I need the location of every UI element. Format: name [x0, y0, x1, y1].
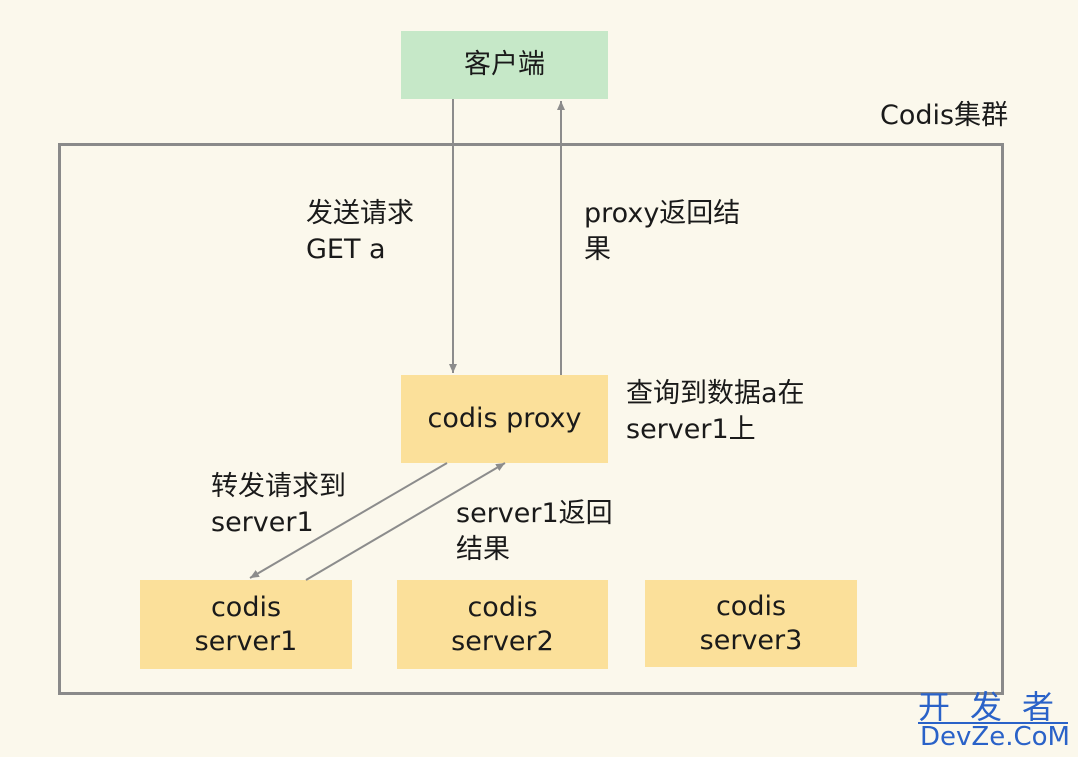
- arrow-server1-to-proxy: [305, 462, 506, 581]
- codis-server1-node: codis server1: [140, 580, 352, 669]
- watermark-line1: 开发者: [918, 688, 1075, 726]
- arrow-proxy-to-server1: [249, 462, 448, 579]
- proxy-return-label: proxy返回结 果: [584, 196, 740, 268]
- proxy-lookup-note-line1: 查询到数据a在: [626, 378, 805, 409]
- codis-server1-line1: codis: [210, 591, 282, 623]
- codis-server3-line2: server3: [699, 624, 803, 656]
- proxy-lookup-note: 查询到数据a在 server1上: [626, 376, 805, 448]
- proxy-lookup-note-line2: server1上: [626, 414, 756, 445]
- server-return-label-line2: 结果: [456, 534, 510, 565]
- send-request-label-line1: 发送请求: [306, 198, 414, 229]
- codis-cluster-boundary: [58, 143, 1004, 695]
- codis-server2-node: codis server2: [397, 580, 608, 669]
- codis-server3-line1: codis: [715, 590, 787, 622]
- codis-server2-line2: server2: [451, 625, 554, 657]
- codis-server1-line2: server1: [194, 625, 298, 657]
- proxy-return-label-line2: 果: [584, 234, 611, 265]
- watermark-divider: [918, 722, 1068, 724]
- forward-request-label: 转发请求到 server1: [211, 469, 346, 541]
- server-return-label-line1: server1返回: [456, 498, 613, 529]
- proxy-return-label-line1: proxy返回结: [584, 198, 741, 229]
- client-node-label: 客户端: [464, 49, 545, 80]
- codis-proxy-node: codis proxy: [401, 375, 608, 463]
- forward-request-label-line1: 转发请求到: [211, 471, 346, 502]
- send-request-label-line2: GET a: [306, 234, 386, 265]
- forward-request-label-line2: server1: [211, 507, 314, 538]
- codis-server3-node: codis server3: [645, 580, 857, 667]
- codis-server2-line1: codis: [467, 591, 538, 623]
- cluster-label: Codis集群: [880, 100, 1009, 131]
- codis-proxy-label: codis proxy: [427, 403, 582, 434]
- server-return-label: server1返回 结果: [456, 496, 613, 568]
- send-request-label: 发送请求 GET a: [306, 196, 414, 268]
- watermark-line2: DevZe.CoM: [920, 722, 1070, 752]
- client-node: 客户端: [401, 31, 608, 99]
